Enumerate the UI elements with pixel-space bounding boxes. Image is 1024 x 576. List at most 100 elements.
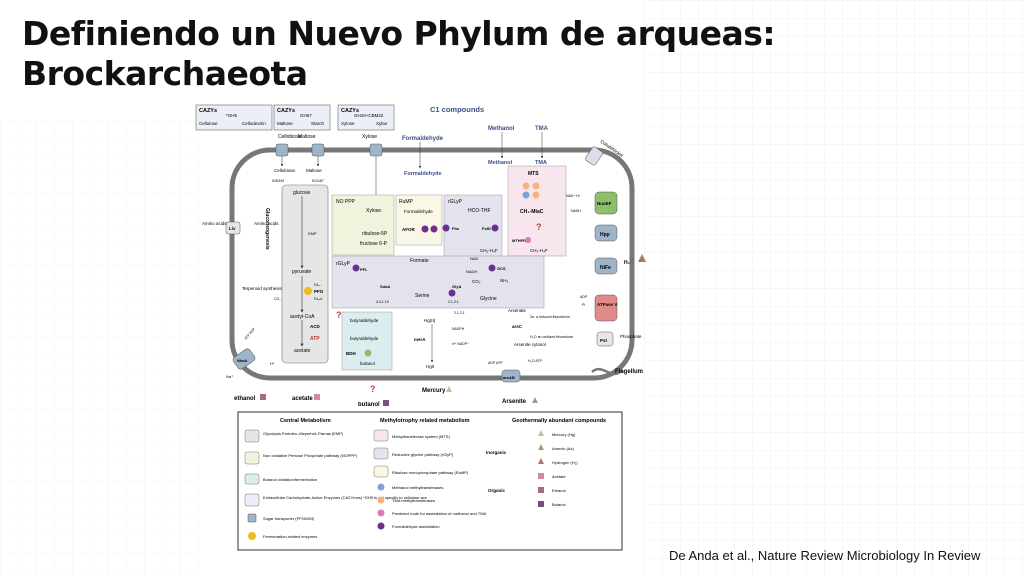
butanol-inner-label: butanol xyxy=(360,361,375,366)
glucose-label: glucose xyxy=(293,190,310,196)
pst-transporter xyxy=(596,331,614,347)
inner-k01187: K01187 xyxy=(312,179,324,183)
mts-label: MTS xyxy=(528,171,539,177)
arsenite-cytosol-label: Arsenite cytosol xyxy=(514,342,546,347)
pyruvate-label: pyruvate xyxy=(292,269,311,275)
output-ethanol: ethanol xyxy=(234,396,256,402)
pst-label: Pst xyxy=(600,338,608,343)
legend-central-items: Glycolysis Embden–Meyerhof–Parnas (EMP) … xyxy=(244,429,428,540)
ethanol-square xyxy=(260,394,266,400)
glya-dot xyxy=(448,289,456,297)
acetate-inner-label: acetate xyxy=(294,348,311,354)
mts-tma-dot-2 xyxy=(532,182,540,190)
amino-acids-inside: Amino acids xyxy=(254,221,279,226)
atp-adp-label: ATP ADP xyxy=(244,326,257,340)
hydrogen-triangle xyxy=(638,254,646,262)
legend-geo-title: Geothermally abundant compounds xyxy=(512,418,606,424)
butyraldehyde-label-2: butyraldehyde xyxy=(350,336,379,341)
nadh-label: NADH xyxy=(466,269,477,274)
nuoef-label: NuoEF xyxy=(597,201,612,206)
liv-transporter xyxy=(225,221,241,235)
ribulose-label: ribulose-5P xyxy=(362,231,388,237)
rump-label: RuMP xyxy=(399,199,414,205)
cazy-title-2: CAZYs xyxy=(277,108,295,114)
legend-central-1: Non oxidative Pentose Phosphate pathway … xyxy=(263,453,358,458)
output-mercury: Mercury xyxy=(422,388,446,394)
metabolism-diagram: CAZYs *GH5 Cellulose Cellodextrin CAZYs … xyxy=(195,104,646,551)
top-tma: TMA xyxy=(535,126,549,132)
acetate-square xyxy=(314,394,320,400)
mts-box xyxy=(507,165,567,257)
inner-k05349: K05349 xyxy=(272,179,284,183)
legend-geo-2: Hydrogen (H₂) xyxy=(552,460,578,465)
cazy-title-1: CAZYs xyxy=(199,108,217,114)
mts-tma-dot-3 xyxy=(532,191,540,199)
legend-central-2: Butanol oxidation/fermentation xyxy=(263,477,317,482)
hg2-label: Hg(II) xyxy=(424,318,436,323)
noppp-label: NO PPP xyxy=(336,199,356,205)
inner-formaldehyde: Formaldehyde xyxy=(404,171,442,177)
cazy-right-3: Xylan xyxy=(376,121,388,126)
noppp-box xyxy=(331,194,395,256)
amino-acids-outside: Amino acids xyxy=(202,221,227,226)
adp-atp-label: ADP ATP xyxy=(488,361,503,365)
h2o-atp-label: H₂O ATP xyxy=(528,359,543,363)
pfo-label: PFO xyxy=(314,289,324,294)
pfl-label: PFL xyxy=(360,267,368,272)
ch2thf-label: CH₂-H₄F xyxy=(480,248,498,253)
top-cellobiose: Cellobiose xyxy=(278,134,302,140)
top-formaldehyde: Formaldehyde xyxy=(402,136,444,142)
h-nadp-label: H⁺ NADP⁺ xyxy=(452,342,469,346)
afor-label: AFOR xyxy=(402,227,415,232)
arsab-transporter xyxy=(501,369,521,383)
xylose-inner-label: Xylose xyxy=(366,208,381,214)
legend-methylo-3: Methanol methyltransferases xyxy=(392,485,443,490)
inner-methanol: Methanol xyxy=(488,160,513,166)
cazy-left-3: Xylose xyxy=(341,121,355,126)
co2-gcs-label: CO₂ xyxy=(472,279,481,284)
atpase-label: ATPase V xyxy=(597,302,617,307)
cazy-box-1: CAZYs *GH5 Cellulose Cellodextrin xyxy=(195,104,273,131)
nadh-right-label: NADH xyxy=(571,209,581,213)
background-grid-pattern xyxy=(644,0,1024,576)
output-acetate: acetate xyxy=(292,396,313,402)
fold-label: FolD xyxy=(482,226,491,231)
legend-methylo-items: Methyltransferase system (MTS) Reductive… xyxy=(373,429,487,530)
sugar-transporter-1 xyxy=(275,143,289,157)
reduced-thioredoxin-label: 2e- a reduced thioredoxin xyxy=(530,315,570,319)
ch3thf-label: CH₃-H₄F xyxy=(530,248,548,253)
mts-methanol-dot xyxy=(522,191,530,199)
pfl-dot xyxy=(352,264,360,272)
nife-complex xyxy=(594,257,618,275)
mts-question: ? xyxy=(536,222,542,232)
legend-organic-label: Organic xyxy=(488,488,506,493)
cazy-box-3: CAZYs GH10+CBM22 Xylose Xylan xyxy=(337,104,395,131)
legend-methylo-4: TMA methyltransferases xyxy=(392,498,435,503)
sugar-transporter-2 xyxy=(311,143,325,157)
nhaa-label: NhaA xyxy=(237,358,248,363)
mera-label: merA xyxy=(414,337,426,342)
ch3-mtac-label: CH₃-MtaC xyxy=(520,209,544,215)
butanol-box xyxy=(341,311,393,371)
fhs-label: Fhs xyxy=(452,226,460,231)
mthfr-label: MTHFR xyxy=(512,238,526,243)
slide-title: Definiendo un Nuevo Phylum de arqueas: B… xyxy=(22,14,776,93)
pfo-enzyme-dot xyxy=(304,287,312,295)
legend-central-0: Glycolysis Embden–Meyerhof–Parnas (EMP) xyxy=(263,431,344,436)
legend-central-title: Central Metabolism xyxy=(280,418,331,424)
fhs-dot xyxy=(442,224,450,232)
emp-label: EMP xyxy=(308,231,317,236)
fdox-label: Fdₒₓ xyxy=(314,283,321,287)
legend-geo-3: Acetate xyxy=(552,474,566,479)
cazy-box-2: CAZYs GH57 Maltose Starch xyxy=(273,104,331,131)
nh3-label: NH₃ xyxy=(500,278,508,283)
inner-cellobiose: Cellobiose xyxy=(274,168,296,173)
legend-inorganic-label: Inorganic xyxy=(486,450,507,455)
gcs-dot xyxy=(488,264,496,272)
legend-geo-4: Ethanol xyxy=(552,488,566,493)
flagellum xyxy=(591,367,623,376)
hpp-complex xyxy=(594,224,618,242)
nuoef-complex xyxy=(594,191,618,215)
legend-box xyxy=(237,411,623,551)
legend-methylo-6: Formaldehyde assimilation xyxy=(392,524,440,529)
